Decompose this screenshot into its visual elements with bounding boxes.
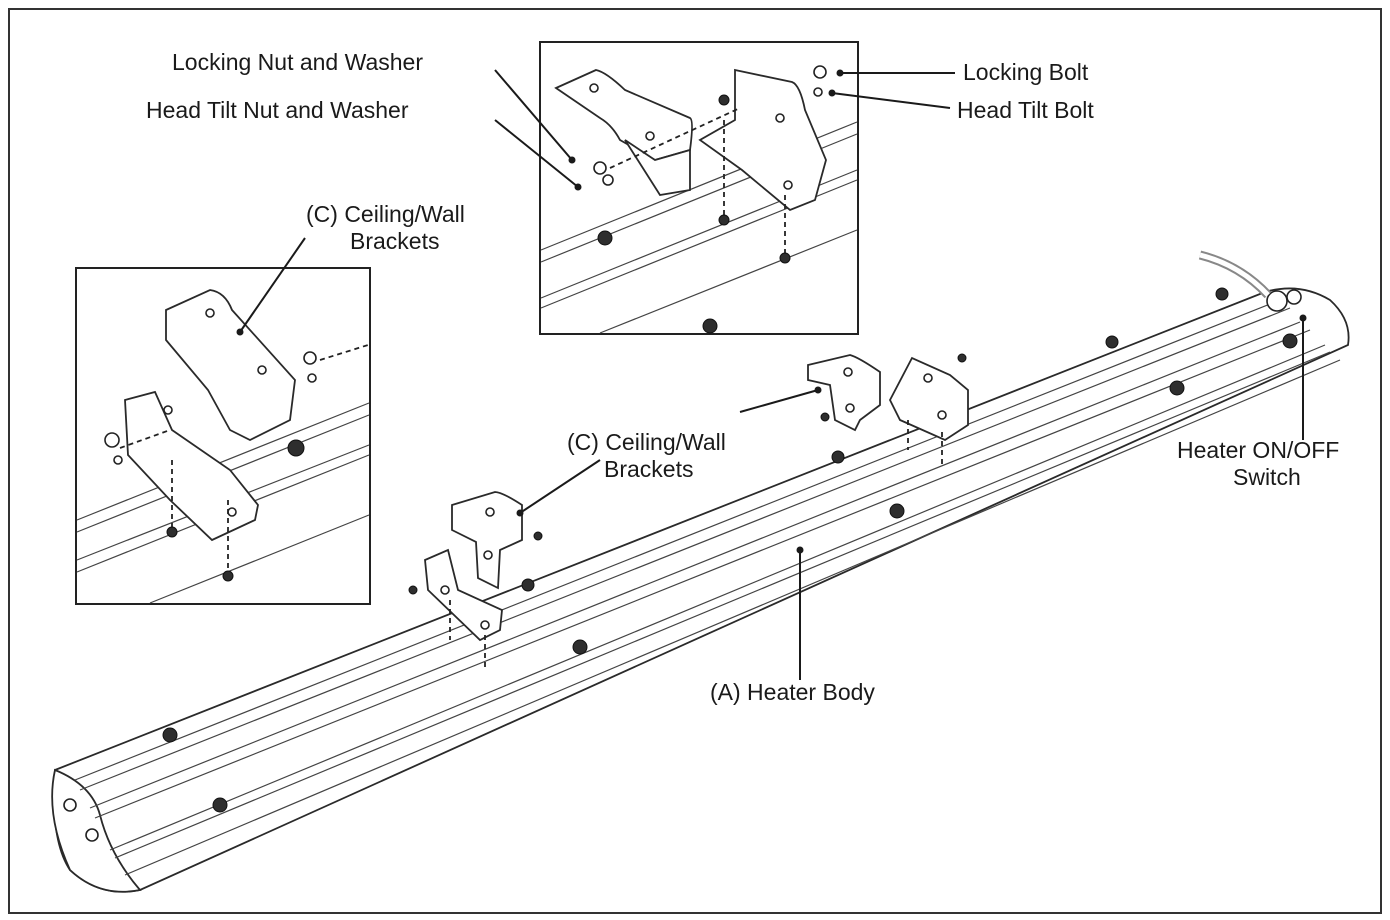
label-switch-line2: Switch [1233,464,1301,490]
label-inset-brackets-line1: (C) Ceiling/Wall [306,201,465,227]
inset-left [75,267,371,605]
label-head-tilt-bolt: Head Tilt Bolt [957,97,1094,123]
label-main-brackets-line1: (C) Ceiling/Wall [567,429,726,455]
label-locking-nut-washer: Locking Nut and Washer [172,49,423,75]
leader-lines [236,69,1307,680]
label-main-brackets-line2: Brackets [604,456,693,482]
label-switch-line1: Heater ON/OFF [1177,437,1339,463]
inset-top [539,41,859,335]
main-bracket-right [807,353,969,465]
label-locking-bolt: Locking Bolt [963,59,1089,85]
main-bracket-left [408,491,543,668]
heater-body [51,250,1350,893]
label-heater-body: (A) Heater Body [710,679,875,705]
label-inset-brackets-line2: Brackets [350,228,439,254]
label-head-tilt-nut-washer: Head Tilt Nut and Washer [146,97,409,123]
